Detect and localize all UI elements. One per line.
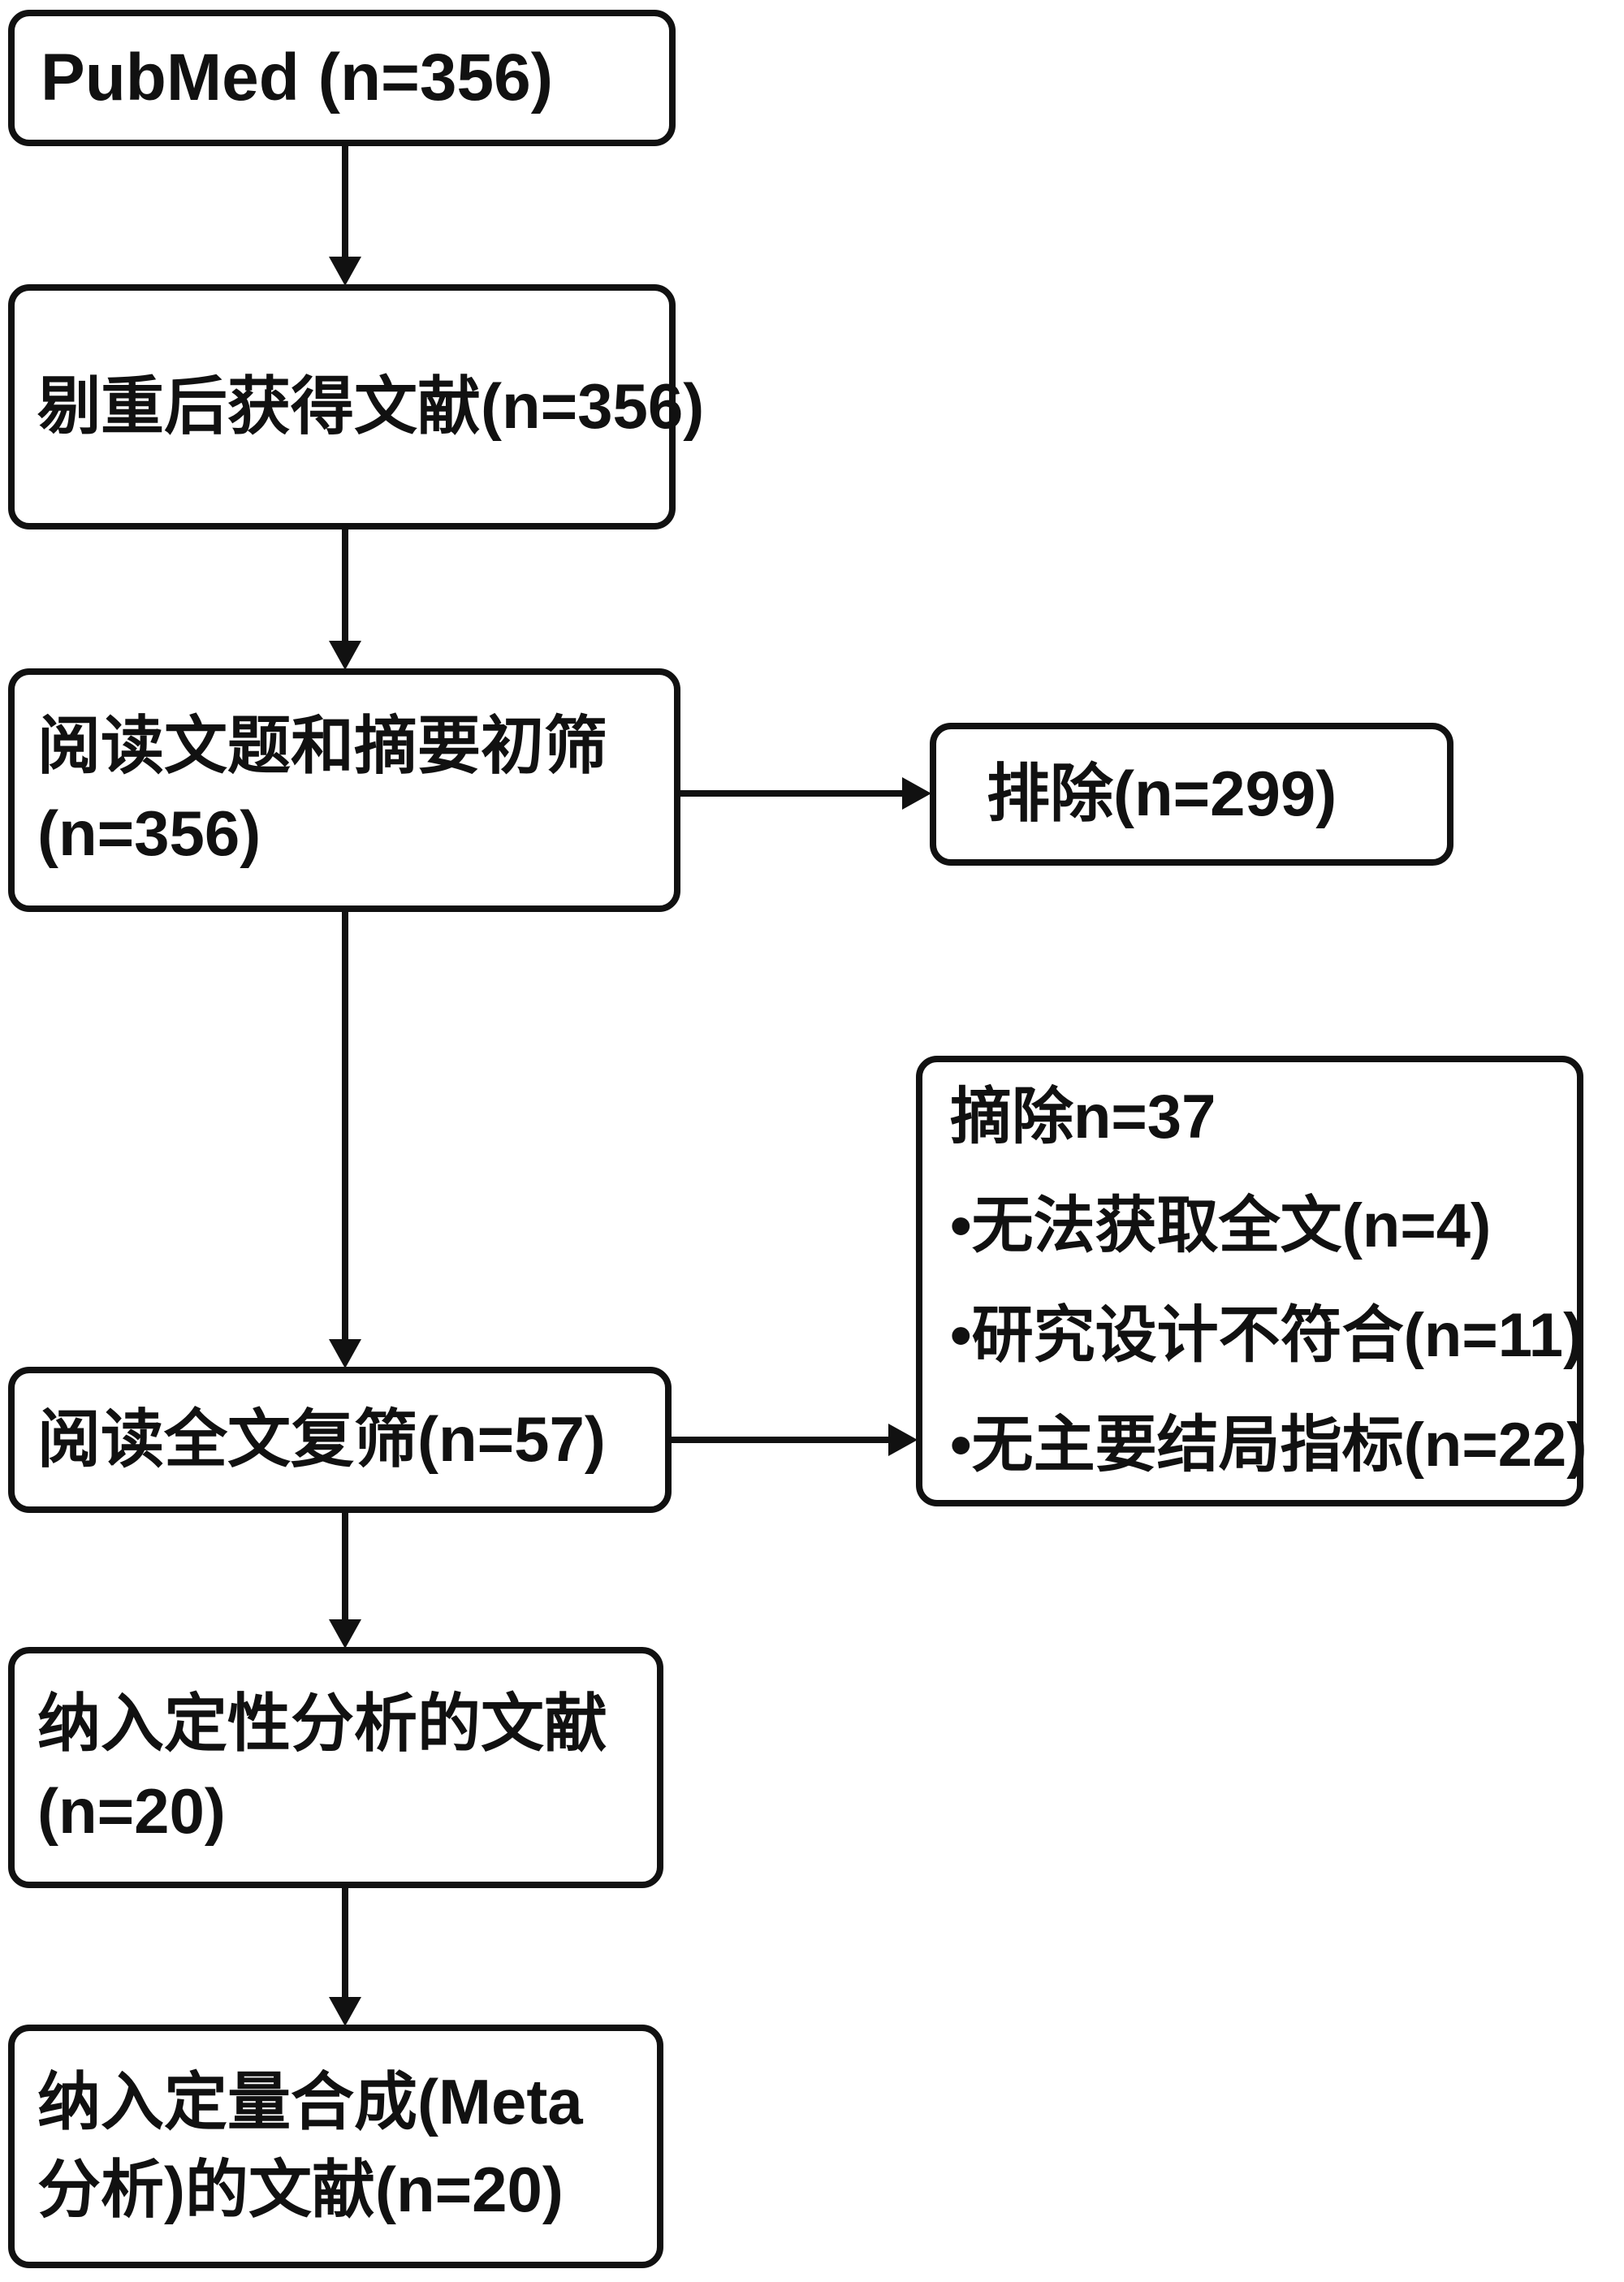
node-removed-reasons: 摘除n=37 •无法获取全文(n=4) •研究设计不符合(n=11) •无主要结… — [916, 1056, 1587, 1506]
arrow-pubmed-to-dedup-head-icon — [329, 257, 361, 286]
node-pubmed-source: PubMed (n=356) — [8, 10, 676, 146]
arrow-title-abstract-to-fulltext-line — [342, 909, 348, 1341]
node-quantitative-included-text-line2: 分析)的文献(n=20) — [37, 2154, 564, 2225]
node-full-text-screening-text: 阅读全文复筛(n=57) — [37, 1403, 606, 1476]
node-excluded-text: 排除(n=299) — [987, 758, 1337, 830]
arrow-qualitative-to-quantitative-line — [342, 1883, 348, 1999]
node-qualitative-included: 纳入定性分析的文献 (n=20) — [8, 1647, 663, 1888]
arrow-fulltext-to-removed-head-icon — [888, 1424, 918, 1456]
node-full-text-screening: 阅读全文复筛(n=57) — [8, 1367, 672, 1513]
arrow-pubmed-to-dedup-line — [342, 143, 348, 258]
arrow-fulltext-to-qualitative-line — [342, 1510, 348, 1621]
arrow-title-abstract-to-excluded-head-icon — [902, 777, 931, 810]
arrow-title-abstract-to-excluded-line — [677, 790, 904, 797]
arrow-title-abstract-to-fulltext-head-icon — [329, 1339, 361, 1368]
node-removed-reasons-heading: 摘除n=37 — [950, 1082, 1216, 1152]
node-qualitative-included-text-line2: (n=20) — [37, 1774, 226, 1847]
node-qualitative-included-text-line1: 纳入定性分析的文献 — [37, 1687, 608, 1759]
arrow-fulltext-to-removed-line — [668, 1437, 890, 1443]
arrow-qualitative-to-quantitative-head-icon — [329, 1997, 361, 2026]
arrow-dedup-to-title-abstract-head-icon — [329, 641, 361, 670]
node-excluded: 排除(n=299) — [930, 723, 1453, 866]
node-quantitative-included-text-line1: 纳入定量合成(Meta — [37, 2066, 583, 2138]
node-title-abstract-screening-text-line2: (n=356) — [37, 797, 261, 869]
node-title-abstract-screening: 阅读文题和摘要初筛 (n=356) — [8, 668, 680, 912]
node-pubmed-text: PubMed (n=356) — [41, 41, 554, 115]
node-removed-reasons-bullet1: •无法获取全文(n=4) — [950, 1191, 1492, 1261]
arrow-dedup-to-title-abstract-line — [342, 526, 348, 642]
node-after-deduplication-text: 剔重后获得文献(n=356) — [37, 370, 705, 443]
node-removed-reasons-bullet3: •无主要结局指标(n=22) — [950, 1410, 1587, 1480]
node-title-abstract-screening-text-line1: 阅读文题和摘要初筛 — [37, 710, 608, 782]
arrow-fulltext-to-qualitative-head-icon — [329, 1619, 361, 1649]
node-after-deduplication: 剔重后获得文献(n=356) — [8, 284, 705, 529]
node-quantitative-included: 纳入定量合成(Meta 分析)的文献(n=20) — [8, 2025, 663, 2268]
node-removed-reasons-bullet2: •研究设计不符合(n=11) — [950, 1301, 1584, 1371]
